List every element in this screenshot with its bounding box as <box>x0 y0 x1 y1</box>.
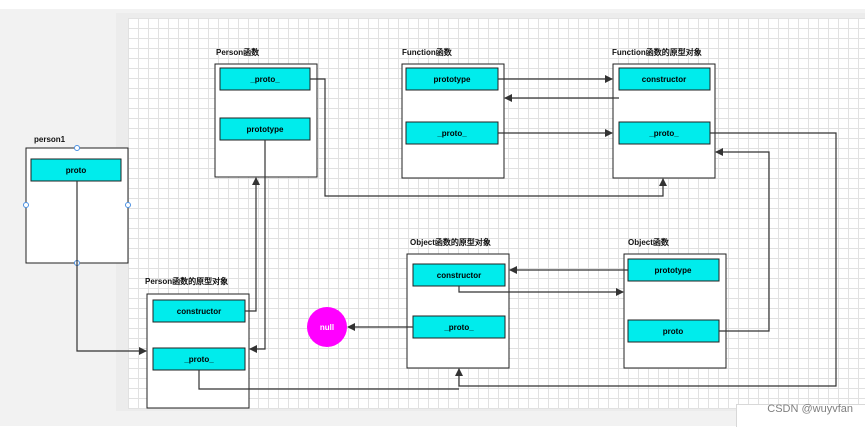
edge-person-constructor-link[interactable] <box>245 177 260 312</box>
cell-label-function-function-proto: _proto_ <box>436 129 467 138</box>
null-label: null <box>320 323 334 332</box>
cell-person1-proto[interactable] <box>30 158 122 182</box>
watermark: CSDN @wuyvfan <box>767 403 853 415</box>
box-title-person1: person1 <box>34 135 66 144</box>
null-node[interactable]: null <box>307 307 347 347</box>
box-title-object-prototype-object: Object函数的原型对象 <box>410 237 491 247</box>
edge-person1-to-person-prototype[interactable] <box>76 181 147 355</box>
box-title-function-prototype-object: Function函数的原型对象 <box>612 47 702 57</box>
edge-object-constructor-link[interactable] <box>458 286 624 296</box>
cell-label-person-prototype-proto: _proto_ <box>183 355 214 364</box>
box-title-object-function: Object函数 <box>628 237 670 247</box>
box-function-prototype-object[interactable]: Function函数的原型对象 constructor _proto_ <box>612 47 716 179</box>
cell-label-person-function-proto: _proto_ <box>249 75 280 84</box>
box-object-prototype-object[interactable]: Object函数的原型对象 constructor _proto_ <box>406 237 510 369</box>
watermark-box <box>736 404 865 427</box>
cell-label-object-function-proto: proto <box>663 327 684 336</box>
box-person-prototype-object[interactable]: Person函数的原型对象 constructor _proto_ <box>145 276 250 409</box>
edge-function-prototype-proto-to-object-prototype[interactable] <box>455 132 837 387</box>
top-strip <box>0 0 865 9</box>
box-person-function[interactable]: Person函数 _proto_ prototype <box>214 47 318 178</box>
edge-object-function-proto-link[interactable] <box>715 148 770 332</box>
box-title-function-function: Function函数 <box>402 47 453 57</box>
cell-label-object-function-prototype: prototype <box>655 266 692 275</box>
box-object-function[interactable]: Object函数 prototype proto <box>623 237 727 369</box>
edge-person-proto-to-object-prototype[interactable] <box>198 370 459 390</box>
cell-label-function-function-prototype: prototype <box>434 75 471 84</box>
cell-function-prototype-constructor[interactable] <box>618 67 711 91</box>
cell-label-function-prototype-constructor: constructor <box>642 75 686 84</box>
selection-handle-right[interactable] <box>125 202 131 208</box>
edge-person-function-proto-link[interactable] <box>310 78 667 197</box>
box-person1[interactable]: person1 proto <box>23 135 131 266</box>
cell-label-object-prototype-proto: _proto_ <box>443 323 474 332</box>
cell-label-person-prototype-constructor: constructor <box>177 307 221 316</box>
cell-label-person1-proto: proto <box>66 166 87 175</box>
box-title-person-function: Person函数 <box>216 47 260 57</box>
edge-person-prototype-link[interactable] <box>249 140 266 353</box>
box-title-person-prototype-object: Person函数的原型对象 <box>145 276 228 286</box>
selection-handle-top[interactable] <box>74 145 80 151</box>
box-function-function[interactable]: Function函数 prototype _proto_ <box>401 47 505 179</box>
selection-handle-left[interactable] <box>23 202 29 208</box>
cell-label-object-prototype-constructor: constructor <box>437 271 481 280</box>
cell-label-person-function-prototype: prototype <box>247 125 284 134</box>
cell-label-function-prototype-proto: _proto_ <box>648 129 679 138</box>
